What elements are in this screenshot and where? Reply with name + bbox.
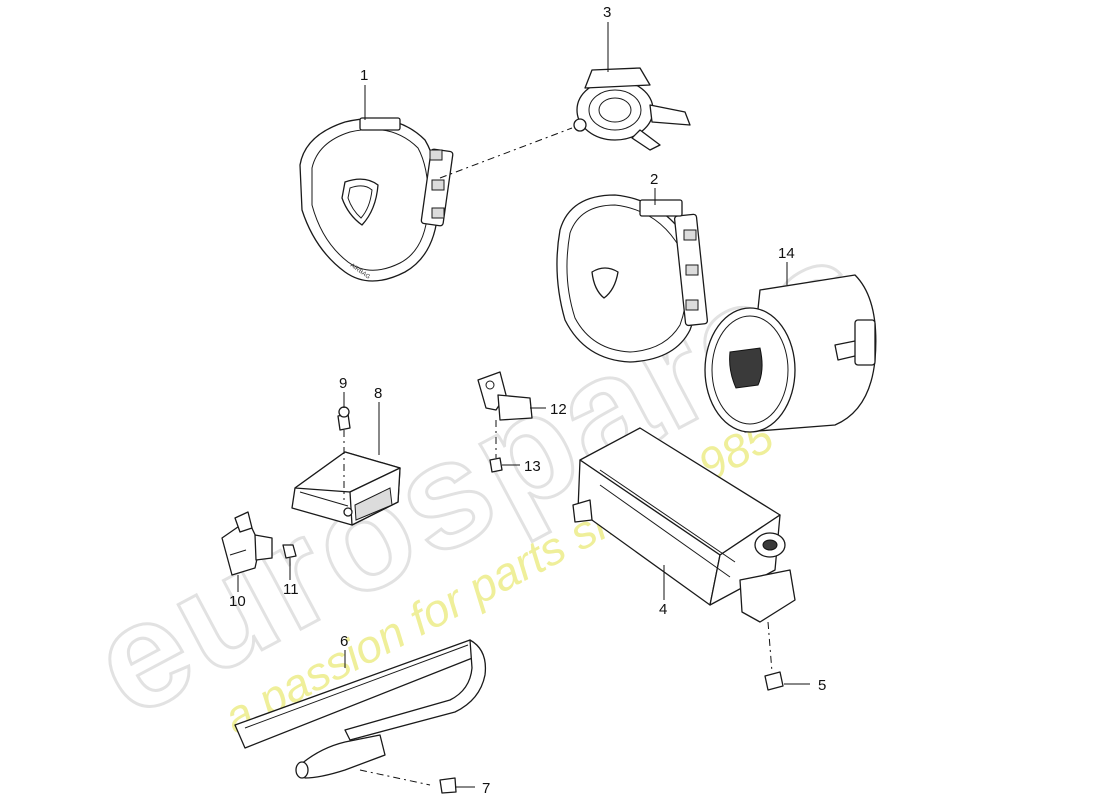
airbag-control-unit bbox=[291, 451, 401, 526]
bolt-5 bbox=[764, 671, 784, 691]
nut-13 bbox=[489, 457, 503, 473]
nut-11 bbox=[282, 544, 297, 559]
bolt-7 bbox=[439, 777, 457, 794]
callout-4: 4 bbox=[659, 601, 667, 618]
side-sensor-10 bbox=[221, 511, 273, 576]
callout-10: 10 bbox=[229, 593, 246, 610]
passenger-airbag-module bbox=[572, 427, 796, 673]
curtain-airbag bbox=[234, 639, 487, 786]
callout-2: 2 bbox=[650, 171, 658, 188]
callout-8: 8 bbox=[374, 385, 382, 402]
leader-lines bbox=[237, 22, 810, 788]
clock-spring bbox=[573, 67, 691, 151]
callout-1: 1 bbox=[360, 67, 368, 84]
callout-5: 5 bbox=[818, 677, 826, 694]
callout-6: 6 bbox=[340, 633, 348, 650]
callout-12: 12 bbox=[550, 401, 567, 418]
callout-13: 13 bbox=[524, 458, 541, 475]
callout-3: 3 bbox=[603, 4, 611, 21]
knee-airbag-cylinder bbox=[704, 274, 877, 433]
callout-9: 9 bbox=[339, 375, 347, 392]
callout-11: 11 bbox=[283, 581, 299, 598]
crash-sensor-12 bbox=[477, 371, 533, 458]
driver-airbag-module: AIRBAG bbox=[299, 117, 454, 282]
nut-9 bbox=[337, 406, 351, 500]
callout-14: 14 bbox=[778, 245, 795, 262]
assembly-line-1-3 bbox=[439, 127, 573, 179]
steering-airbag-module bbox=[556, 194, 709, 363]
callout-7: 7 bbox=[482, 780, 490, 797]
